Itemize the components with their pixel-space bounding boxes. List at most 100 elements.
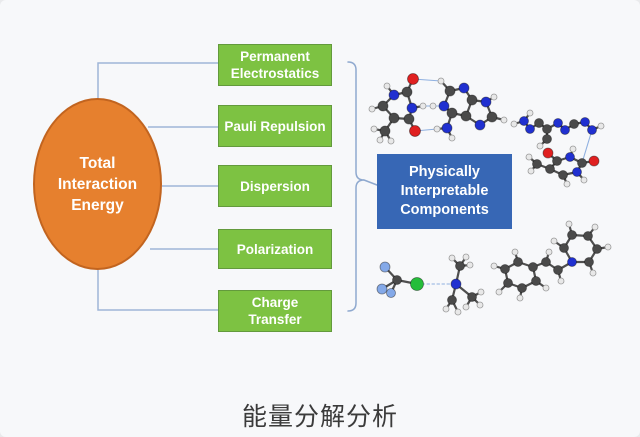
c-atom — [592, 244, 602, 254]
h-atom — [526, 109, 534, 117]
connector-permanent-electrostatics — [97, 62, 220, 100]
h-atom — [589, 269, 597, 277]
brace-pointer — [363, 179, 378, 186]
h-atom — [433, 125, 441, 133]
c-atom — [486, 111, 498, 123]
c-atom — [583, 231, 593, 241]
brace-curve — [347, 61, 365, 312]
h-atom — [462, 253, 470, 261]
n-atom — [567, 257, 577, 267]
o-atom — [542, 147, 554, 159]
h-atom — [516, 294, 524, 302]
h-atom — [500, 116, 508, 124]
n-atom — [406, 102, 418, 114]
physically-interpretable-components-label: Physically Interpretable Components — [400, 164, 489, 218]
c-atom — [531, 276, 541, 286]
c-atom — [534, 118, 544, 128]
h-atom — [550, 237, 558, 245]
h-atom — [448, 254, 456, 262]
c-atom — [392, 275, 402, 285]
grouping-brace — [347, 61, 378, 312]
total-interaction-energy-node: Total Interaction Energy — [33, 98, 162, 270]
h-atom — [429, 102, 437, 110]
h-atom — [597, 122, 605, 130]
c-atom — [447, 295, 457, 305]
h-atom — [525, 153, 533, 161]
h-atom — [569, 145, 577, 153]
n-atom — [553, 118, 563, 128]
stacked-base-pair-molecule — [510, 109, 605, 188]
c-atom — [503, 278, 513, 288]
c-atom — [532, 159, 542, 169]
h-atom — [536, 142, 544, 150]
h-atom — [604, 243, 612, 251]
c-atom — [500, 264, 510, 274]
c-atom — [455, 261, 465, 271]
total-interaction-energy-label: Total Interaction Energy — [57, 154, 138, 214]
box-polarization-label: Polarization — [236, 241, 314, 257]
halogen-bond-complex-molecule — [376, 253, 485, 316]
h-atom — [462, 303, 470, 311]
h-atom — [511, 248, 519, 256]
h-atom — [466, 261, 474, 269]
c-atom — [379, 125, 391, 137]
h-atom — [477, 288, 485, 296]
c-atom — [553, 265, 563, 275]
n-atom — [580, 117, 590, 127]
n-atom — [565, 152, 575, 162]
cl-atom — [410, 277, 424, 291]
c-atom — [388, 112, 400, 124]
o-atom — [407, 73, 419, 85]
c-atom — [569, 119, 579, 129]
caption-energy-decomposition-analysis: 能量分解分析 — [241, 403, 398, 431]
c-atom — [444, 85, 456, 97]
h-atom — [542, 284, 550, 292]
c-atom — [466, 94, 478, 106]
c-atom — [513, 257, 523, 267]
c-atom — [403, 113, 415, 125]
c-atom — [446, 107, 458, 119]
n-atom — [560, 125, 570, 135]
c-atom — [542, 124, 552, 134]
h-atom — [454, 308, 462, 316]
n-atom — [388, 89, 400, 101]
h-atom — [376, 136, 384, 144]
c-atom — [467, 292, 477, 302]
h-atom — [565, 220, 573, 228]
n-atom — [587, 125, 597, 135]
c-atom — [577, 158, 587, 168]
box-permanent-electrostatics-label: Permanent Electrostatics — [230, 49, 320, 81]
n-atom — [572, 167, 582, 177]
n-atom — [525, 124, 535, 134]
c-atom — [552, 156, 562, 166]
n-atom — [519, 116, 529, 126]
c-atom — [377, 100, 389, 112]
box-dispersion: Dispersion — [218, 165, 332, 207]
c-atom — [558, 170, 568, 180]
o-atom — [409, 125, 421, 137]
f-atom — [376, 283, 388, 295]
connector-charge-transfer — [97, 269, 219, 311]
h-atom — [545, 248, 553, 256]
h-atom — [437, 77, 445, 85]
h-atom — [490, 262, 498, 270]
h-atom — [387, 137, 395, 145]
h-atom — [495, 288, 503, 296]
c-atom — [584, 257, 594, 267]
c-atom — [517, 283, 527, 293]
benzene-pyridine-molecule — [490, 220, 612, 302]
h-atom — [448, 134, 456, 142]
box-charge-transfer: Charge Transfer — [218, 290, 332, 332]
h-atom — [476, 301, 484, 309]
box-permanent-electrostatics: Permanent Electrostatics — [218, 44, 332, 86]
h-atom — [591, 223, 599, 231]
h-atom — [383, 82, 391, 90]
c-atom — [528, 262, 538, 272]
box-pauli-repulsion: Pauli Repulsion — [218, 105, 332, 147]
h-atom — [490, 93, 498, 101]
n-atom — [441, 122, 453, 134]
c-atom — [559, 243, 569, 253]
c-atom — [545, 164, 555, 174]
h-atom — [527, 167, 535, 175]
c-atom — [567, 230, 577, 240]
